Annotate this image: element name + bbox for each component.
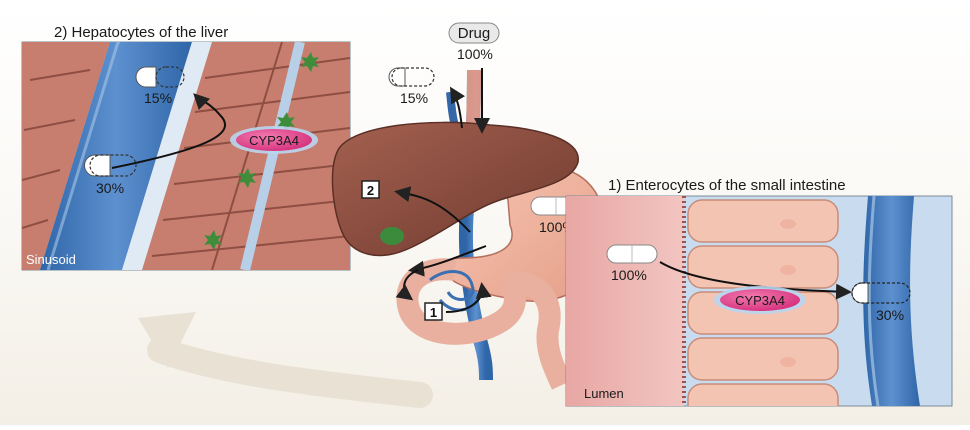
return-arrow xyxy=(138,312,420,395)
cyp3a4-label-liver: CYP3A4 xyxy=(249,133,299,148)
lumen-label: Lumen xyxy=(584,386,624,401)
gallbladder xyxy=(380,227,404,245)
step-1-label: 1 xyxy=(430,305,437,320)
cyp3a4-label-intestine: CYP3A4 xyxy=(735,293,785,308)
cyp3a4-enzyme-liver: CYP3A4 xyxy=(230,126,318,154)
liver-pill-bottom-percent: 30% xyxy=(96,180,124,196)
liver-panel-title: 2) Hepatocytes of the liver xyxy=(54,24,228,41)
step-1-badge: 1 xyxy=(425,303,442,320)
lumen-area xyxy=(566,196,684,406)
sinusoid-label: Sinusoid xyxy=(26,252,76,267)
step-2-badge: 2 xyxy=(362,181,379,198)
intestine-panel-title: 1) Enterocytes of the small intestine xyxy=(608,177,846,194)
pill-lumen-icon xyxy=(607,245,657,263)
intestine-pill-in-percent: 100% xyxy=(611,267,647,283)
drug-pill-icon: Drug xyxy=(449,23,499,43)
hepatocyte-panel: 15% 30% CYP3A4 Sinusoid xyxy=(22,42,350,270)
liver-pill-top-percent: 15% xyxy=(144,90,172,106)
step-2-label: 2 xyxy=(367,183,374,198)
intestine-pill-out-percent: 30% xyxy=(876,307,904,323)
pill-portal-partial-icon xyxy=(389,68,434,86)
drug-dose-percent: 100% xyxy=(457,46,493,62)
cyp3a4-enzyme-intestine: CYP3A4 xyxy=(714,286,806,314)
drug-label: Drug xyxy=(458,25,491,42)
portal-percent: 15% xyxy=(400,90,428,106)
enterocyte-panel: 100% CYP3A4 30% Lumen xyxy=(566,196,952,425)
